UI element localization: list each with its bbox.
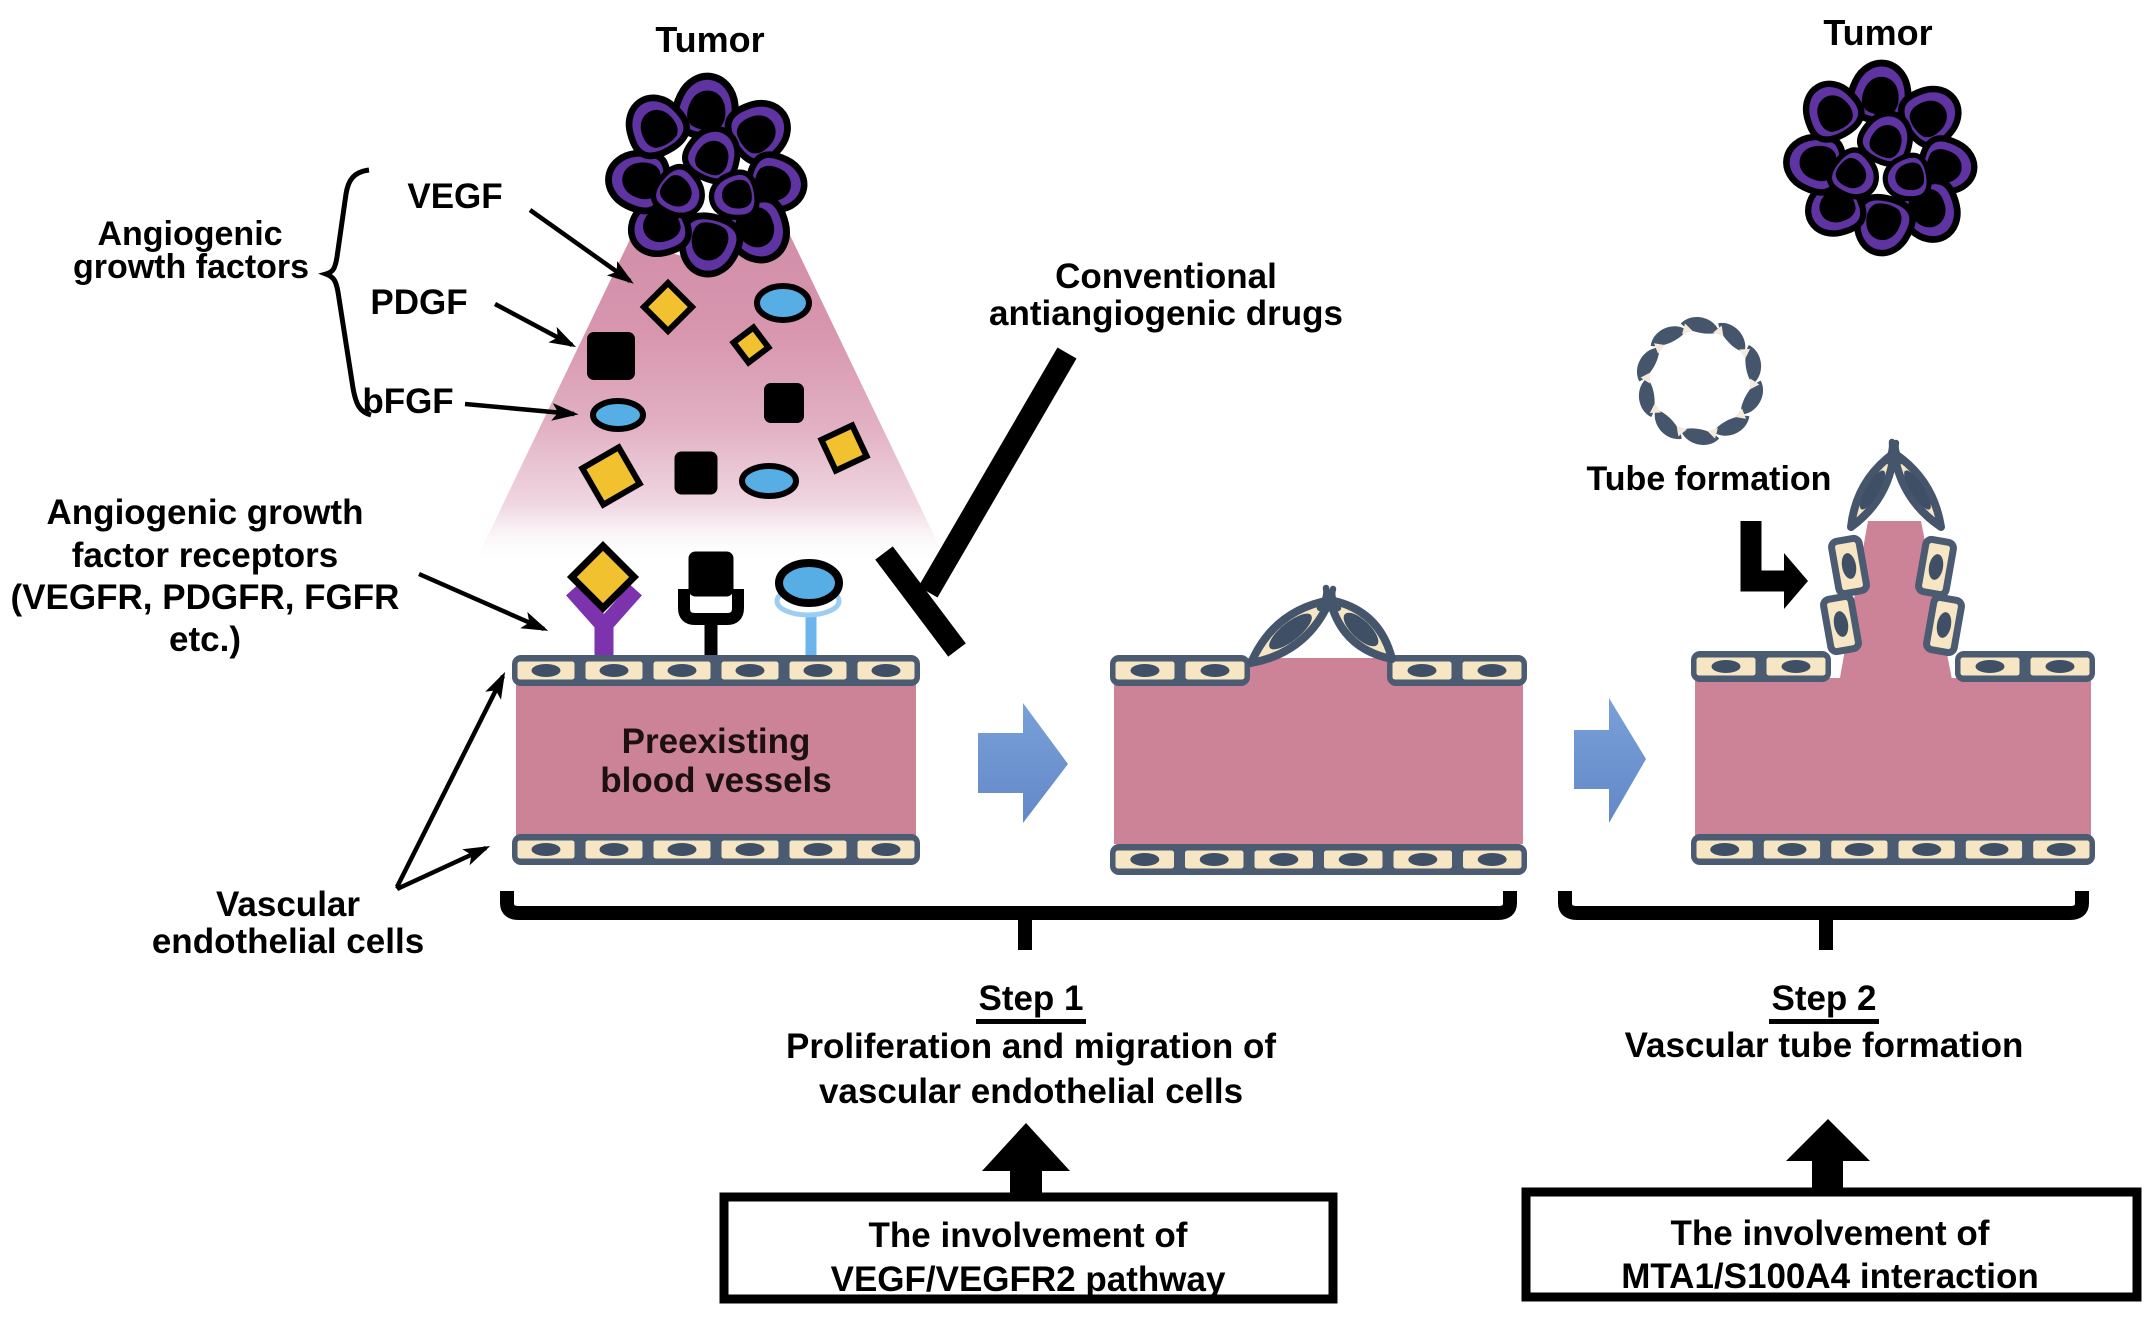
svg-text:bFGF: bFGF <box>362 382 453 421</box>
svg-text:etc.): etc.) <box>169 620 241 659</box>
svg-text:Step 1: Step 1 <box>978 979 1083 1018</box>
svg-text:MTA1/S100A4 interaction: MTA1/S100A4 interaction <box>1621 1257 2039 1296</box>
svg-text:Angiogenic growth: Angiogenic growth <box>47 493 364 532</box>
svg-text:Tumor: Tumor <box>1823 12 1932 53</box>
svg-text:The involvement of: The involvement of <box>869 1216 1188 1255</box>
svg-text:factor receptors: factor receptors <box>72 536 338 575</box>
svg-text:Tube formation: Tube formation <box>1587 460 1832 498</box>
svg-text:Angiogenic: Angiogenic <box>97 215 282 253</box>
svg-text:PDGF: PDGF <box>370 283 467 322</box>
svg-text:Vascular tube formation: Vascular tube formation <box>1625 1026 2024 1065</box>
svg-text:endothelial cells: endothelial cells <box>152 922 424 961</box>
svg-text:(VEGFR, PDGFR, FGFR: (VEGFR, PDGFR, FGFR <box>11 578 400 617</box>
svg-text:Conventional: Conventional <box>1055 257 1277 296</box>
svg-text:Step 2: Step 2 <box>1771 979 1876 1018</box>
svg-text:VEGF: VEGF <box>407 177 502 216</box>
svg-text:The involvement of: The involvement of <box>1671 1214 1990 1253</box>
svg-text:VEGF/VEGFR2 pathway: VEGF/VEGFR2 pathway <box>831 1260 1226 1299</box>
svg-text:blood vessels: blood vessels <box>600 761 831 800</box>
svg-text:vascular endothelial cells: vascular endothelial cells <box>819 1072 1243 1111</box>
svg-text:Preexisting: Preexisting <box>622 722 811 761</box>
svg-text:Vascular: Vascular <box>216 885 360 924</box>
svg-text:antiangiogenic drugs: antiangiogenic drugs <box>989 294 1343 333</box>
svg-text:Proliferation and migration of: Proliferation and migration of <box>786 1027 1276 1066</box>
svg-text:growth factors: growth factors <box>73 248 309 286</box>
svg-text:Tumor: Tumor <box>655 19 764 60</box>
